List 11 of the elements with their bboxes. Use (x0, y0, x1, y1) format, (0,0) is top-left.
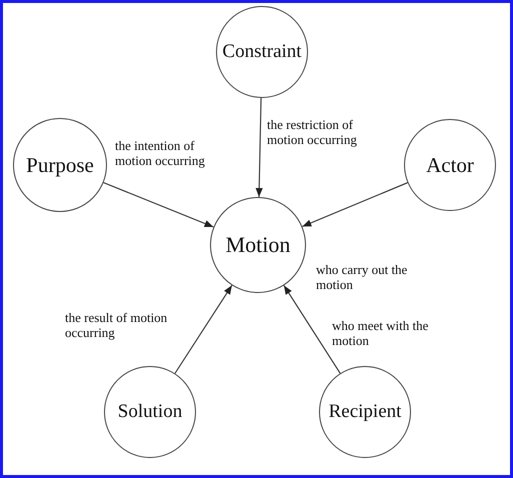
node-label: Solution (118, 401, 182, 423)
node-label: Recipient (328, 401, 402, 423)
node-label: Constraint (222, 41, 302, 63)
arrow (302, 182, 408, 228)
arrow (256, 98, 263, 198)
arrow (174, 285, 232, 374)
node-label: Motion (226, 232, 290, 258)
node-label: Actor (426, 152, 474, 178)
arrow (283, 285, 341, 374)
node-label: Purpose (26, 152, 94, 178)
arrow (103, 182, 214, 228)
